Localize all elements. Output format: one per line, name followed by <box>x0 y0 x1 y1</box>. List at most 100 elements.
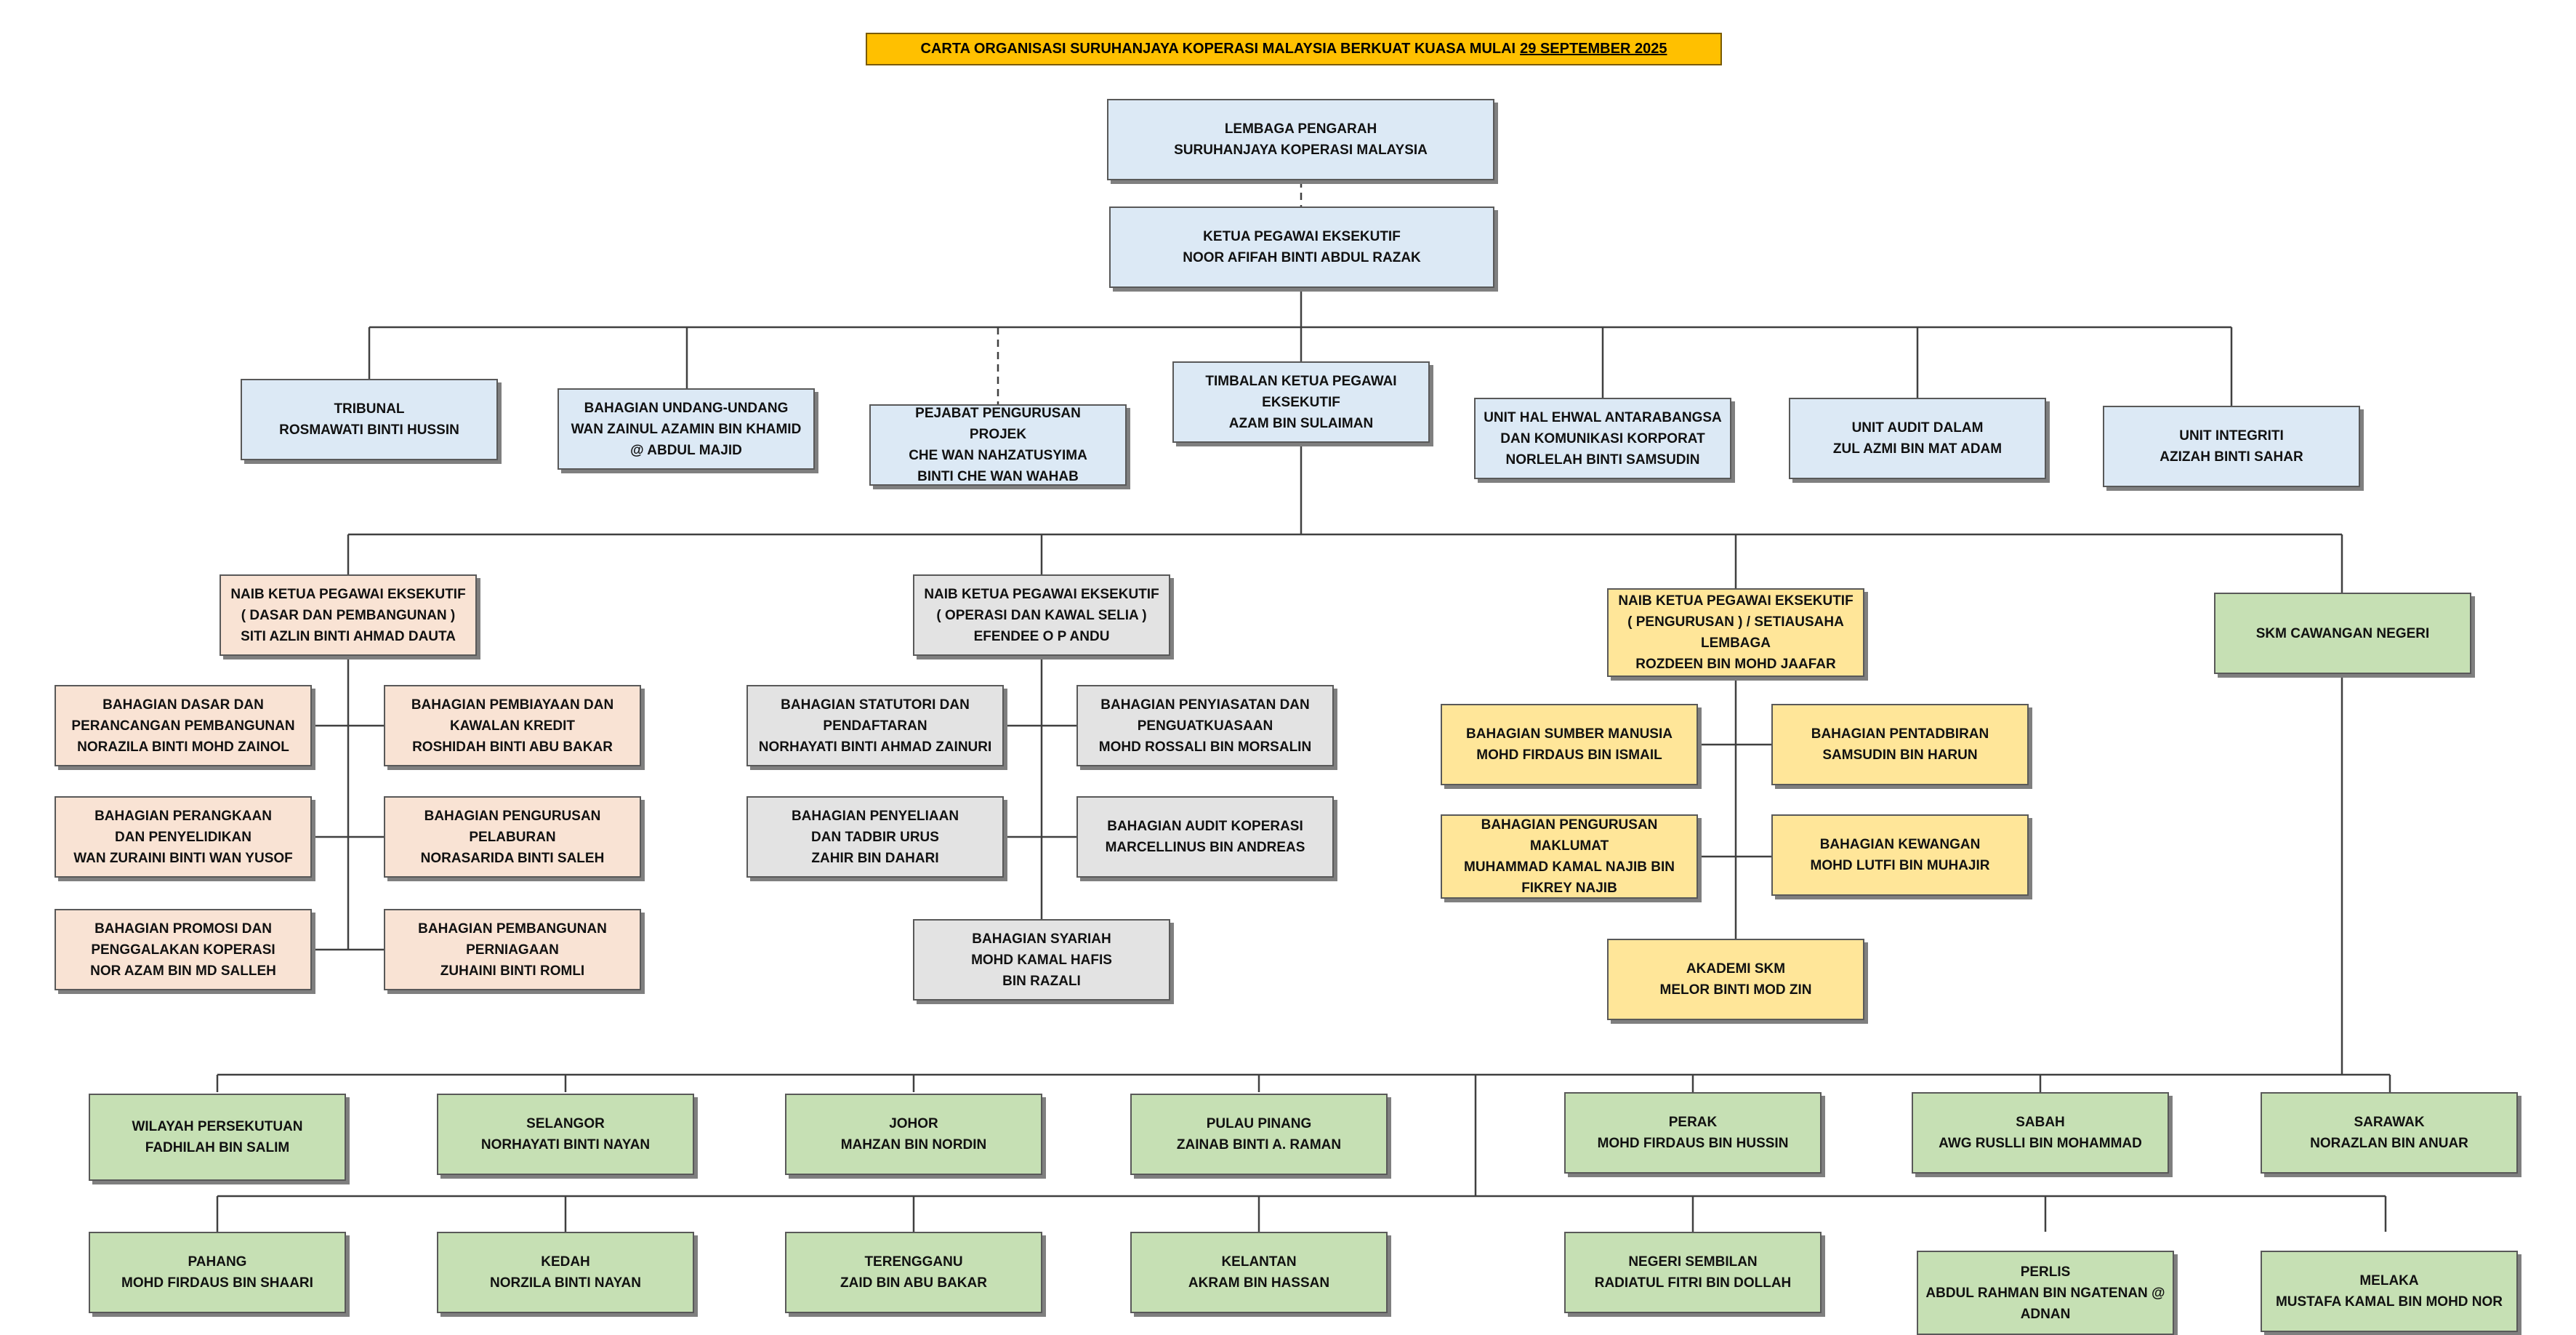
node-line: TIMBALAN KETUA PEGAWAI <box>1205 373 1397 389</box>
node-line: BAHAGIAN PEMBANGUNAN <box>418 921 607 937</box>
node-line: BAHAGIAN PENYELIAAN <box>791 808 959 824</box>
node-line: SURUHANJAYA KOPERASI MALAYSIA <box>1174 143 1428 158</box>
node-line: BAHAGIAN PENYIASATAN DAN <box>1100 697 1310 713</box>
node-line: MOHD FIRDAUS BIN HUSSIN <box>1597 1136 1789 1151</box>
node-line: EKSEKUTIF <box>1262 394 1340 410</box>
node-line: PAHANG <box>188 1254 247 1270</box>
node-line: NORHAYATI BINTI AHMAD ZAINURI <box>758 739 992 755</box>
node-line: PULAU PINANG <box>1206 1116 1312 1131</box>
node-sarawak: SARAWAK NORAZLAN BIN ANUAR <box>2261 1092 2518 1174</box>
node-line: NORLELAH BINTI SAMSUDIN <box>1505 452 1700 468</box>
node-line: LEMBAGA <box>1700 636 1771 651</box>
node-line: PENDAFTARAN <box>823 718 927 734</box>
node-line: RADIATUL FITRI BIN DOLLAH <box>1594 1275 1792 1291</box>
node-line: DAN KOMUNIKASI KORPORAT <box>1500 430 1705 446</box>
node-line: NAIB KETUA PEGAWAI EKSEKUTIF <box>924 586 1159 602</box>
node-line: MAHZAN BIN NORDIN <box>840 1137 987 1152</box>
node-line: BAHAGIAN PERANGKAAN <box>94 808 272 824</box>
node-akademi: AKADEMI SKM MELOR BINTI MOD ZIN <box>1607 939 1864 1020</box>
node-line: DAN PENYELIDIKAN <box>115 829 251 845</box>
node-line: MARCELLINUS BIN ANDREAS <box>1105 840 1305 855</box>
node-line: WAN ZURAINI BINTI WAN YUSOF <box>73 850 293 866</box>
node-line: SELANGOR <box>526 1116 605 1131</box>
node-promosi: BAHAGIAN PROMOSI DAN PENGGALAKAN KOPERASI… <box>55 909 312 990</box>
node-line: BAHAGIAN PENGURUSAN <box>424 808 601 824</box>
node-kelantan: KELANTAN AKRAM BIN HASSAN <box>1130 1232 1388 1313</box>
node-line: PENGGALAKAN KOPERASI <box>91 942 275 958</box>
node-line: BAHAGIAN STATUTORI DAN <box>781 697 970 713</box>
node-perangkaan: BAHAGIAN PERANGKAAN DAN PENYELIDIKAN WAN Z… <box>55 796 312 878</box>
node-line: ( PENGURUSAN ) / SETIAUSAHA <box>1627 614 1844 630</box>
node-line: AZIZAH BINTI SAHAR <box>2160 449 2303 465</box>
node-line: NORAZLAN BIN ANUAR <box>2310 1136 2468 1151</box>
node-line: ZAID BIN ABU BAKAR <box>840 1275 987 1291</box>
node-naib-operasi: NAIB KETUA PEGAWAI EKSEKUTIF( OPERASI DA… <box>913 574 1170 656</box>
node-line: PERAK <box>1668 1115 1718 1130</box>
node-line: BAHAGIAN PENTADBIRAN <box>1811 726 1989 742</box>
node-timbalan: TIMBALAN KETUA PEGAWAI EKSEKUTIF AZAM BIN … <box>1172 361 1430 443</box>
node-line: TRIBUNAL <box>334 401 405 417</box>
chart-title: CARTA ORGANISASI SURUHANJAYA KOPERASI MA… <box>866 33 1722 65</box>
node-skm-negeri: SKM CAWANGAN NEGERI <box>2214 593 2471 674</box>
node-line: MUSTAFA KAMAL BIN MOHD NOR <box>2275 1294 2503 1310</box>
node-line: BAHAGIAN PROMOSI DAN <box>94 921 272 937</box>
node-line: EFENDEE O P ANDU <box>973 628 1110 644</box>
chart-title-text: CARTA ORGANISASI SURUHANJAYA KOPERASI MA… <box>920 41 1516 57</box>
node-nsembilan: NEGERI SEMBILAN RADIATUL FITRI BIN DOLLAH <box>1564 1232 1822 1313</box>
node-line: NORAZILA BINTI MOHD ZAINOL <box>77 739 289 755</box>
node-melaka: MELAKA MUSTAFA KAMAL BIN MOHD NOR <box>2261 1251 2518 1332</box>
node-line: UNIT AUDIT DALAM <box>1851 420 1984 436</box>
node-line: MELAKA <box>2359 1273 2419 1288</box>
node-line: PERANCANGAN PEMBANGUNAN <box>71 718 295 734</box>
node-line: BAHAGIAN PENGURUSAN <box>1481 817 1658 833</box>
node-line: AKRAM BIN HASSAN <box>1188 1275 1330 1291</box>
node-line: AKADEMI SKM <box>1686 961 1786 977</box>
node-line: SABAH <box>2016 1115 2065 1130</box>
node-naib-pengurusan: NAIB KETUA PEGAWAI EKSEKUTIF ( PENGURUSAN… <box>1607 588 1864 677</box>
node-sabah: SABAH AWG RUSLLI BIN MOHAMMAD <box>1912 1092 2169 1174</box>
node-line: SARAWAK <box>2354 1115 2425 1130</box>
node-line: MUHAMMAD KAMAL NAJIB BIN <box>1464 859 1675 875</box>
node-line: WILAYAH PERSEKUTUAN <box>132 1119 303 1134</box>
node-line: NAIB KETUA PEGAWAI EKSEKUTIF <box>1618 593 1853 609</box>
node-line: DAN TADBIR URUS <box>811 829 939 845</box>
node-line: NAIB KETUA PEGAWAI EKSEKUTIF <box>230 586 466 602</box>
node-line: MOHD KAMAL HAFIS <box>971 952 1112 968</box>
node-line: ( DASAR DAN PEMBANGUNAN ) <box>241 607 456 623</box>
node-line: BAHAGIAN PEMBIAYAAN DAN <box>411 697 614 713</box>
node-line: ADNAN <box>2020 1306 2071 1322</box>
node-line: KEDAH <box>541 1254 590 1270</box>
node-line: AZAM BIN SULAIMAN <box>1228 415 1374 431</box>
node-line: ZAHIR BIN DAHARI <box>811 850 939 866</box>
node-line: FADHILAH BIN SALIM <box>145 1140 290 1155</box>
node-line: AWG RUSLLI BIN MOHAMMAD <box>1939 1136 2142 1151</box>
node-line: NOOR AFIFAH BINTI ABDUL RAZAK <box>1183 250 1421 265</box>
node-line: ABDUL RAHMAN BIN NGATENAN @ <box>1925 1285 2165 1301</box>
node-line: ZUHAINI BINTI ROMLI <box>440 963 585 979</box>
node-line: NEGERI SEMBILAN <box>1628 1254 1758 1270</box>
node-line: TERENGGANU <box>864 1254 963 1270</box>
node-line: ROSMAWATI BINTI HUSSIN <box>279 422 459 438</box>
chart-title-date: 29 SEPTEMBER 2025 <box>1520 41 1667 57</box>
node-pinang: PULAU PINANG ZAINAB BINTI A. RAMAN <box>1130 1094 1388 1175</box>
node-line: BAHAGIAN SYARIAH <box>972 931 1111 947</box>
node-line: KETUA PEGAWAI EKSEKUTIF <box>1203 229 1401 244</box>
node-line: ZAINAB BINTI A. RAMAN <box>1176 1137 1342 1152</box>
node-line: MELOR BINTI MOD ZIN <box>1659 982 1812 998</box>
node-line: KELANTAN <box>1221 1254 1297 1270</box>
